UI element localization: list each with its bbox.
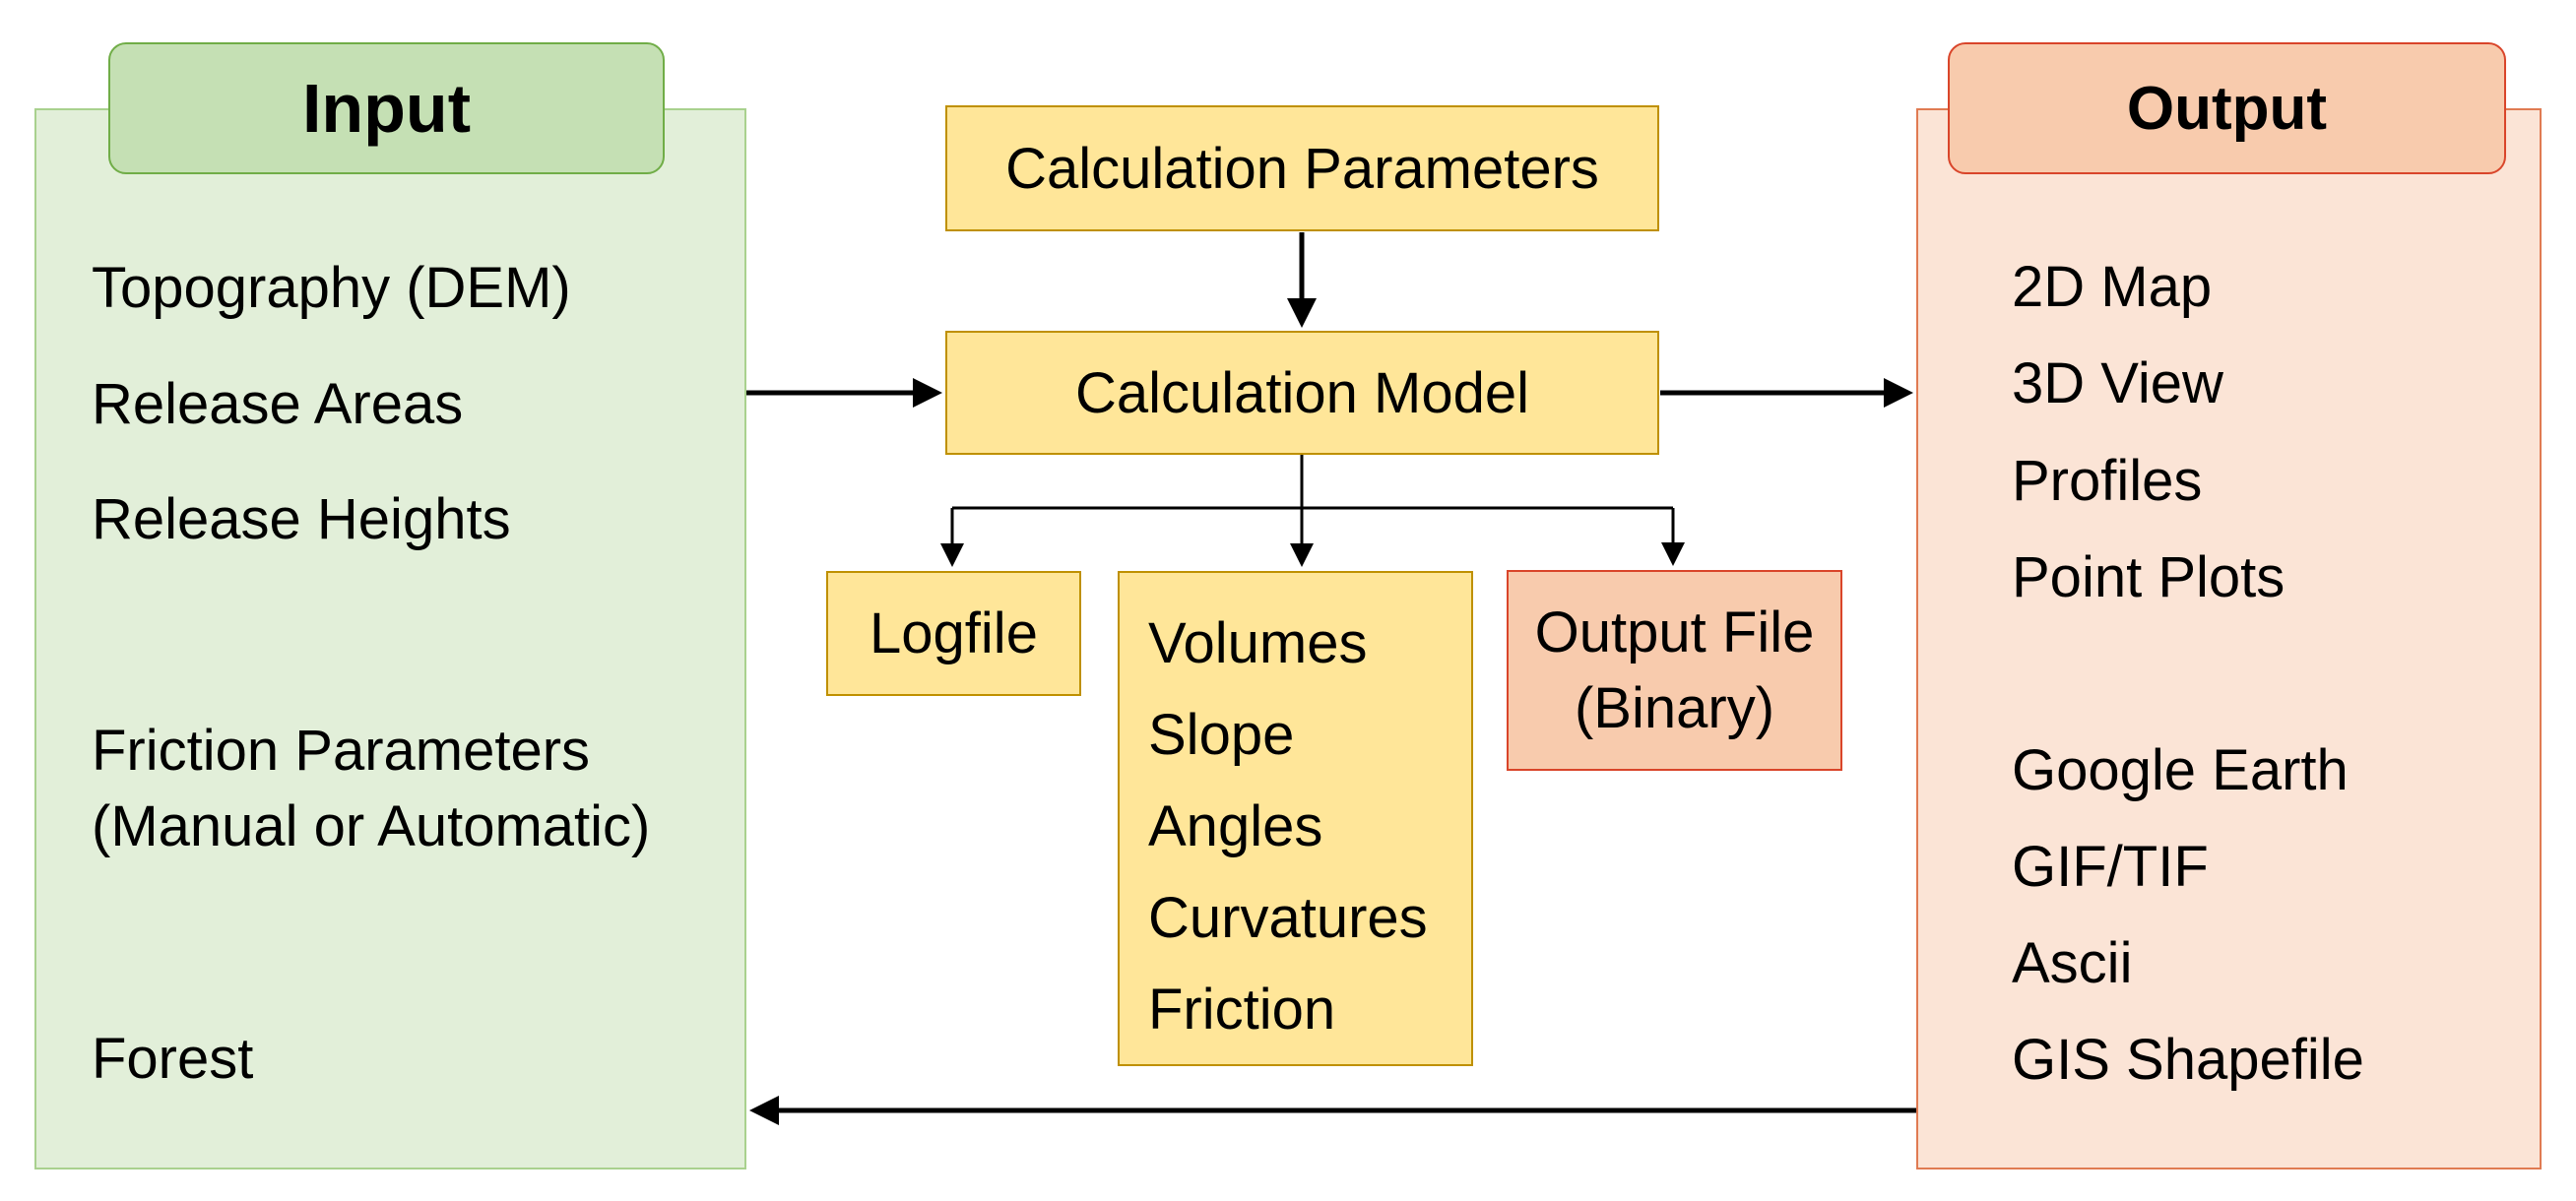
result-angles: Angles bbox=[1148, 794, 1323, 858]
result-friction: Friction bbox=[1148, 978, 1336, 1042]
logfile-box: Logfile bbox=[826, 571, 1081, 696]
output-item-gif-tif: GIF/TIF bbox=[2012, 835, 2209, 899]
result-curvatures: Curvatures bbox=[1148, 886, 1428, 950]
input-item-friction-parameters: Friction Parameters bbox=[92, 719, 591, 783]
input-item-friction-mode: (Manual or Automatic) bbox=[92, 794, 651, 858]
input-item-release-areas: Release Areas bbox=[92, 372, 464, 436]
output-item-2d-map: 2D Map bbox=[2012, 255, 2213, 319]
calculation-parameters-label: Calculation Parameters bbox=[1005, 136, 1599, 201]
output-item-3d-view: 3D View bbox=[2012, 351, 2223, 415]
input-item-forest: Forest bbox=[92, 1027, 254, 1091]
output-item-gis-shapefile: GIS Shapefile bbox=[2012, 1028, 2364, 1092]
results-box: Volumes Slope Angles Curvatures Friction bbox=[1118, 571, 1473, 1066]
output-panel bbox=[1916, 108, 2542, 1169]
input-header: Input bbox=[108, 42, 665, 174]
output-item-google-earth: Google Earth bbox=[2012, 738, 2349, 802]
input-item-release-heights: Release Heights bbox=[92, 487, 511, 551]
input-item-topography: Topography (DEM) bbox=[92, 256, 571, 320]
input-panel bbox=[34, 108, 746, 1169]
calculation-model-label: Calculation Model bbox=[1074, 360, 1530, 425]
result-volumes: Volumes bbox=[1148, 611, 1368, 675]
calculation-parameters-box: Calculation Parameters bbox=[945, 105, 1659, 231]
output-file-format: (Binary) bbox=[1574, 676, 1775, 740]
logfile-label: Logfile bbox=[869, 601, 1038, 665]
output-header: Output bbox=[1948, 42, 2506, 174]
output-item-profiles: Profiles bbox=[2012, 449, 2203, 513]
output-item-ascii: Ascii bbox=[2012, 931, 2133, 995]
output-file-box: Output File (Binary) bbox=[1507, 570, 1842, 771]
output-item-point-plots: Point Plots bbox=[2012, 545, 2286, 609]
result-slope: Slope bbox=[1148, 703, 1295, 767]
calculation-model-box: Calculation Model bbox=[945, 331, 1659, 455]
output-file-label: Output File bbox=[1534, 600, 1815, 664]
